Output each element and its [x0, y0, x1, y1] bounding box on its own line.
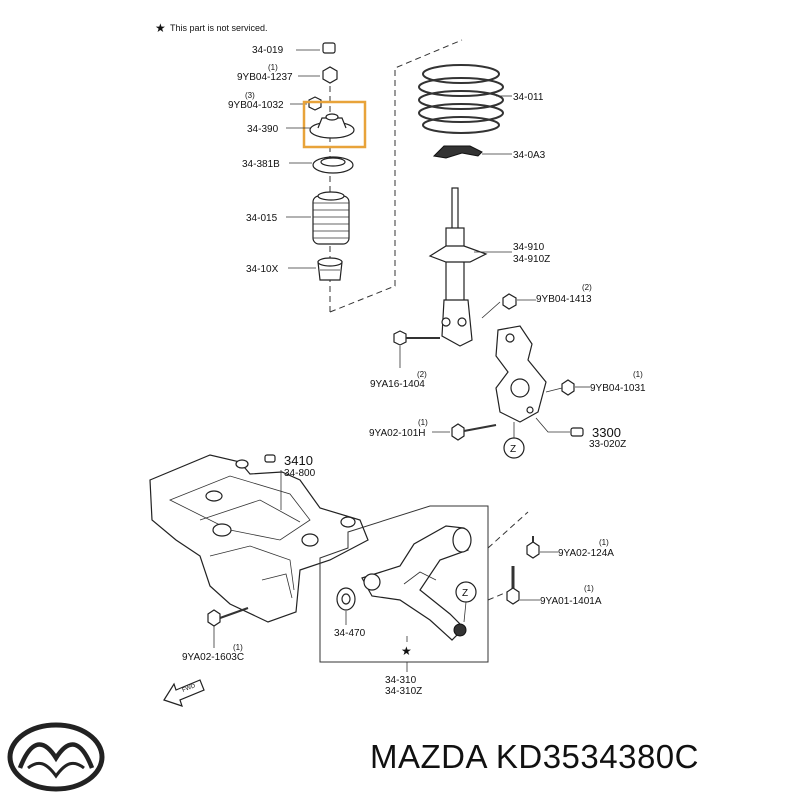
label-34-011: 34-011	[513, 92, 544, 103]
part-34-470[interactable]	[336, 587, 356, 625]
dash-line-arm	[487, 511, 529, 549]
part-9YA02-1603C[interactable]	[207, 607, 249, 648]
note-text: This part is not serviced.	[170, 23, 268, 33]
label-34-0A3: 34-0A3	[513, 150, 546, 161]
part-34-381B[interactable]	[289, 156, 354, 174]
label-9YA01-1401A: 9YA01-1401A	[540, 596, 602, 607]
part-34-10X[interactable]	[288, 257, 343, 281]
label-34-381B: 34-381B	[242, 159, 280, 170]
star-icon-arm: ★	[401, 644, 412, 658]
highlight-box	[302, 100, 367, 149]
part-34-0A3[interactable]	[432, 145, 512, 159]
qty-9YA02-124A: (1)	[599, 538, 609, 547]
part-9YB04-1413[interactable]	[481, 293, 536, 319]
qty-9YB04-1413: (2)	[582, 283, 592, 292]
qty-9YA01-1401A: (1)	[584, 584, 594, 593]
label-9YA02-1603C: 9YA02-1603C	[182, 652, 244, 663]
fwd-label: FWD	[182, 683, 198, 694]
label-34-800: 34-800	[284, 468, 316, 479]
fwd-arrow-icon	[163, 679, 205, 707]
part-34-019[interactable]	[296, 42, 336, 54]
star-icon: ★	[155, 21, 166, 35]
qty-9YA02-1603C: (1)	[233, 643, 243, 652]
part-34-015[interactable]	[286, 191, 350, 245]
label-9YB04-1237: 9YB04-1237	[237, 72, 293, 83]
label-33-020Z: 33-020Z	[589, 439, 626, 450]
label-34-10X: 34-10X	[246, 264, 279, 275]
dash-line-strut	[329, 39, 463, 313]
part-9YA02-124A[interactable]	[526, 536, 558, 559]
label-34-470: 34-470	[334, 628, 366, 639]
label-34-310Z: 34-310Z	[385, 686, 422, 697]
label-9YB04-1413: 9YB04-1413	[536, 294, 592, 305]
ref-z-letter: Z	[510, 444, 516, 455]
qty-9YB04-1032: (3)	[245, 91, 255, 100]
label-9YA02-124A: 9YA02-124A	[558, 548, 614, 559]
part-9YA02-101H[interactable]	[432, 423, 497, 441]
label-34-390: 34-390	[247, 124, 279, 135]
part-34-011[interactable]	[418, 64, 512, 134]
ref-mark-3410	[264, 454, 276, 463]
part-9YB04-1031[interactable]	[545, 379, 590, 396]
part-34-390[interactable]	[286, 113, 355, 139]
label-34-910Z: 34-910Z	[513, 254, 550, 265]
ref-mark-3300	[570, 427, 584, 437]
label-9YB04-1031: 9YB04-1031	[590, 383, 646, 394]
label-34-015: 34-015	[246, 213, 278, 224]
qty-9YA16-1404: (2)	[417, 370, 427, 379]
lower-arm-frame	[319, 505, 489, 663]
label-34-310: 34-310	[385, 675, 417, 686]
part-34-910[interactable]	[428, 187, 512, 347]
part-subframe[interactable]	[149, 454, 369, 623]
leader-3300	[535, 417, 570, 433]
part-9YB04-1032[interactable]	[290, 96, 322, 111]
label-34-910: 34-910	[513, 242, 545, 253]
label-34-019: 34-019	[252, 45, 284, 56]
part-9YB04-1237[interactable]	[298, 66, 338, 84]
part-9YA16-1404[interactable]	[393, 330, 440, 368]
qty-9YB04-1031: (1)	[633, 370, 643, 379]
ref-z-letter-2: Z	[462, 588, 468, 599]
leader-z2	[463, 601, 467, 623]
label-3300: 3300	[592, 425, 621, 440]
label-9YB04-1032: 9YB04-1032	[228, 100, 284, 111]
part-9YA01-1401A[interactable]	[506, 566, 540, 605]
part-34-310[interactable]	[361, 525, 472, 641]
label-9YA02-101H: 9YA02-101H	[369, 428, 426, 439]
footer-title: MAZDA KD3534380C	[370, 738, 699, 775]
mazda-logo	[7, 722, 105, 792]
qty-9YA02-101H: (1)	[418, 418, 428, 427]
label-9YA16-1404: 9YA16-1404	[370, 379, 425, 390]
label-3410: 3410	[284, 453, 313, 468]
part-knuckle[interactable]	[495, 325, 547, 423]
qty-9YB04-1237: (1)	[268, 63, 278, 72]
